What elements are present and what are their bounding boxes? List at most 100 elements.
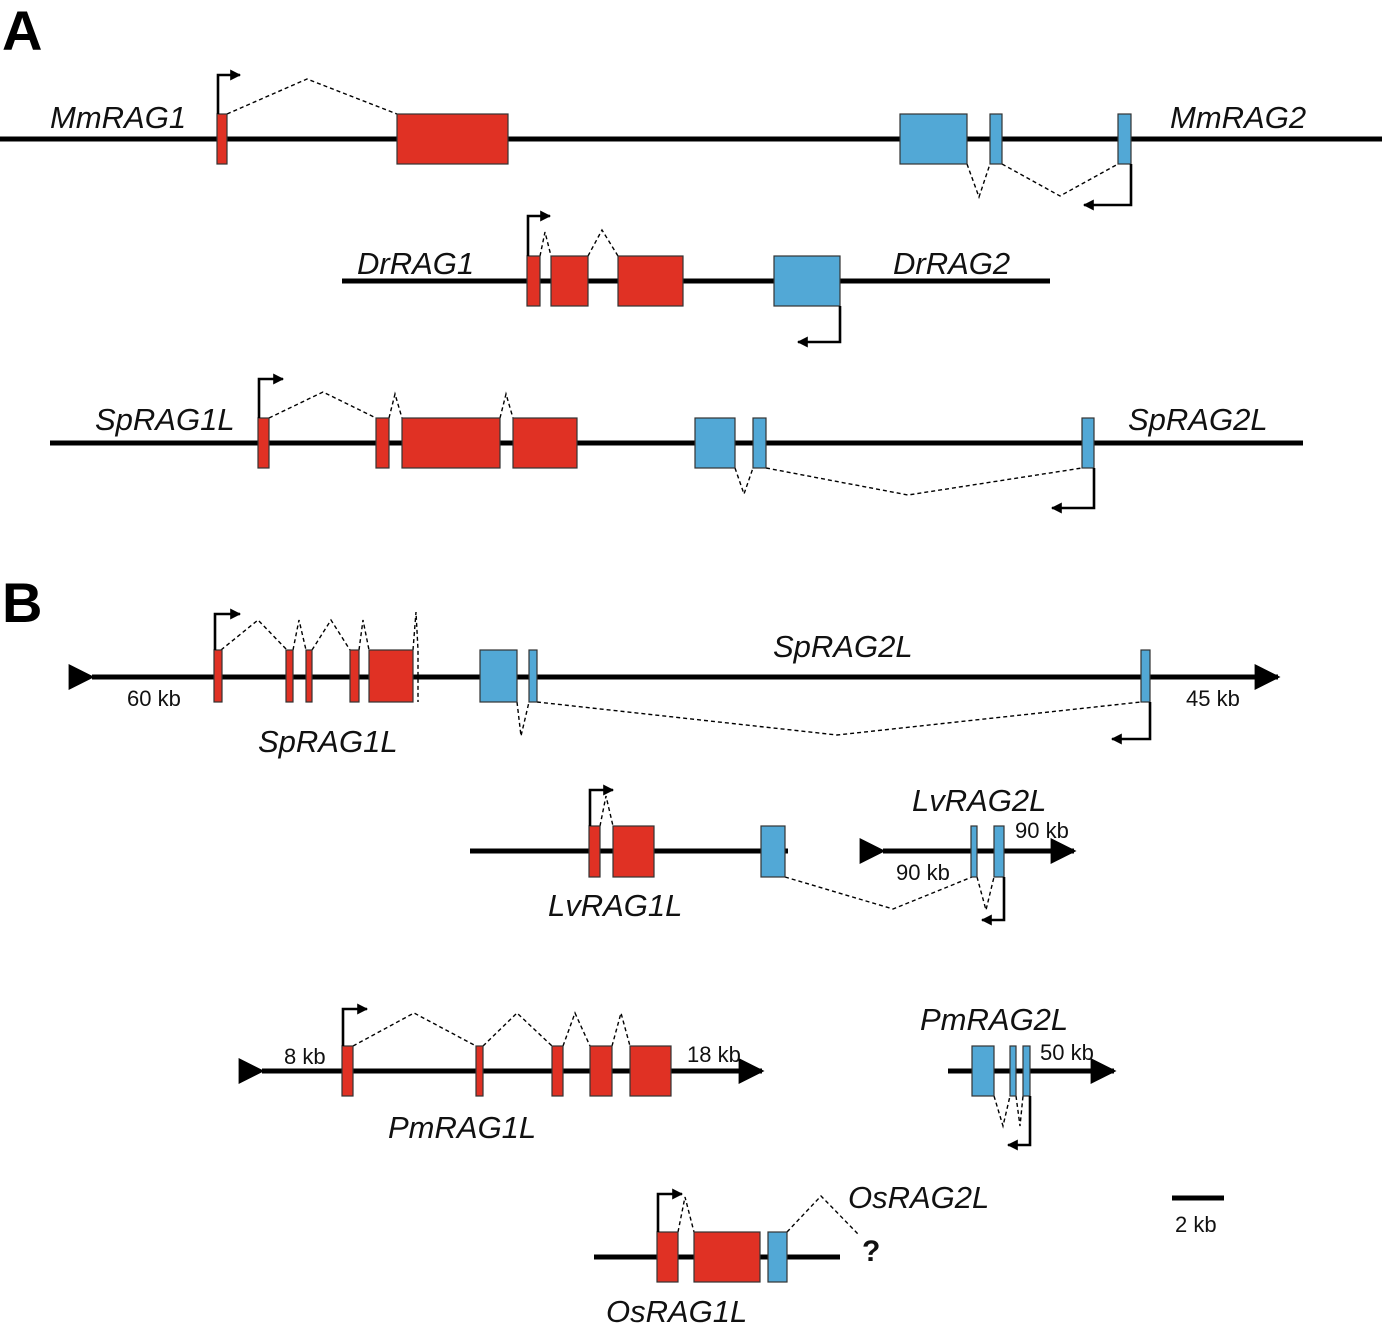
os-rag1l-intron-1 — [677, 1196, 695, 1233]
mm-rag2-exon-3 — [899, 113, 968, 165]
lv-rag1l-tss-arrow — [588, 784, 615, 826]
sp-rag2l-tss-arrow-a — [1050, 468, 1096, 514]
os-unknown-mark: ? — [862, 1235, 880, 1268]
sp-rag1l-intron-2-b — [292, 619, 307, 651]
os-rag1l-exon-2 — [693, 1231, 761, 1283]
pm-rag1l-intron-1 — [352, 1012, 477, 1047]
mm-rag1-label: MmRAG1 — [50, 100, 186, 135]
sp-rag1l-exon-4-b — [349, 649, 360, 703]
sp-rag1l-label-b: SpRAG1L — [258, 724, 398, 759]
lv-rag1l-exon-1 — [588, 825, 601, 878]
pm2-right-distance: 50 kb — [1040, 1040, 1094, 1065]
lv-rag-locus: LvRAG2L 90 kb 90 kb LvRAG1L — [470, 783, 1077, 926]
sp-rag2l-intron-1-a — [734, 467, 754, 497]
sp-rag2l-intron-2-b — [536, 701, 1142, 736]
dr-rag-locus: DrRAG1 DrRAG2 — [342, 210, 1050, 348]
sp-rag-locus-b: 60 kb 45 kb SpRAG2L SpRAG1L — [68, 608, 1281, 759]
scale-bar: 2 kb — [1172, 1195, 1224, 1237]
dr-rag1-intron-2 — [587, 228, 619, 257]
dr-rag1-exon-2 — [550, 255, 589, 307]
pm-rag1l-intron-4 — [611, 1010, 631, 1047]
sp-rag1l-tss-arrow-a — [257, 373, 285, 418]
lv-rag1l-intron-1 — [599, 795, 614, 827]
lv-rag2l-exon-1 — [993, 825, 1005, 878]
os-rag1l-label: OsRAG1L — [606, 1294, 747, 1329]
sp-rag2l-exon-2-a — [752, 417, 767, 469]
lv-rag2l-tss-arrow — [980, 877, 1006, 926]
sp-rag1l-intron-1-a — [268, 391, 377, 419]
pm-rag2l-intron-2 — [1015, 1095, 1024, 1127]
sp-right-distance: 45 kb — [1186, 686, 1240, 711]
lv-rag1l-label: LvRAG1L — [548, 888, 682, 923]
sp-rag1l-intron-3-b — [311, 618, 351, 651]
dr-rag1-intron-1 — [539, 231, 552, 257]
dr-rag2-exon — [773, 255, 841, 307]
os-rag1l-exon-1 — [656, 1231, 679, 1283]
os-rag2l-label: OsRAG2L — [848, 1180, 989, 1215]
sp-rag1l-exon-1-b — [213, 649, 223, 703]
pm-rag2l-exon-3 — [971, 1045, 995, 1097]
sp-rag1l-exon-2-a — [375, 417, 390, 469]
pm-rag1l-exon-1 — [341, 1045, 354, 1097]
lv-rag2l-label: LvRAG2L — [912, 783, 1046, 818]
os-rag2l-exon — [767, 1231, 788, 1283]
os-rag2l-intron-open — [786, 1194, 859, 1235]
mm-rag2-tss-arrow — [1082, 164, 1133, 211]
sp-rag1l-tss-arrow-b — [213, 608, 242, 650]
pm-rag2l-intron-1 — [993, 1095, 1011, 1129]
scale-bar-label: 2 kb — [1175, 1212, 1217, 1237]
pm-rag2l-exon-2 — [1009, 1045, 1017, 1097]
dr-rag2-tss-arrow — [796, 306, 842, 348]
lv-rag2l-intron-1 — [976, 876, 995, 911]
sp-rag1l-intron-3-a — [499, 391, 514, 419]
sp-rag1l-intron-4-b — [358, 619, 370, 651]
lv-rag2l-exon-2 — [970, 825, 978, 878]
mm-rag1-exon-1 — [216, 113, 228, 165]
mm-rag2-exon-1 — [1117, 113, 1132, 165]
pm-rag2l-exon-1 — [1022, 1045, 1031, 1097]
pm-rag1l-label: PmRAG1L — [388, 1110, 536, 1145]
sp-rag2l-exon-3-a — [694, 417, 736, 469]
sp-rag2l-exon-2-b — [528, 649, 538, 703]
pm-rag1l-tss-arrow — [341, 1003, 369, 1046]
dr-rag1-tss-arrow — [526, 210, 552, 256]
sp-rag2l-exon-1-a — [1081, 417, 1095, 469]
dr-rag1-exon-1 — [526, 255, 541, 307]
sp-rag1l-exon-1-a — [257, 417, 270, 469]
pm-rag-locus: 8 kb 18 kb 50 kb PmRAG2L PmRAG1L — [238, 1002, 1117, 1151]
pm-left-distance: 8 kb — [284, 1044, 326, 1069]
sp-rag1l-label-a: SpRAG1L — [95, 402, 235, 437]
mm-rag-locus: MmRAG1 MmRAG2 — [0, 69, 1382, 211]
pm-rag1l-exon-5 — [629, 1045, 672, 1097]
sp-left-distance: 60 kb — [127, 686, 181, 711]
sp-rag2l-label-a: SpRAG2L — [1128, 402, 1268, 437]
sp-rag1l-exon-2-b — [285, 649, 294, 703]
panel-label-a: A — [2, 0, 42, 62]
pm-rag1l-exon-3 — [551, 1045, 564, 1097]
lv-intergenic-splice — [784, 876, 973, 910]
sp-rag1l-intron-2-a — [388, 391, 403, 419]
sp-rag2l-exon-1-b — [1140, 649, 1151, 703]
pm-rag1l-intron-2 — [482, 1012, 553, 1047]
sp-rag1l-exon-5-b — [368, 649, 414, 703]
sp-rag2l-intron-2-a — [765, 467, 1083, 496]
mm-rag2-intron-2 — [1001, 163, 1119, 197]
sp-rag2l-intron-1-b — [516, 701, 530, 737]
mm-rag2-exon-2 — [989, 113, 1003, 165]
sp-rag1l-exon-3-a — [401, 417, 501, 469]
sp-rag1l-intron-1-b — [220, 619, 288, 651]
mm-rag1-tss-arrow — [216, 69, 242, 114]
dr-rag2-label: DrRAG2 — [893, 246, 1010, 281]
panel-label-b: B — [2, 571, 42, 634]
lv-rag2l-exon-3 — [760, 825, 786, 878]
pm-rag2l-label: PmRAG2L — [920, 1002, 1068, 1037]
pm-right-distance: 18 kb — [687, 1042, 741, 1067]
sp-rag2l-label-b: SpRAG2L — [773, 629, 913, 664]
os-rag-locus: ? OsRAG2L OsRAG1L — [594, 1180, 989, 1329]
pm-rag1l-exon-4 — [589, 1045, 613, 1097]
sp-rag2l-exon-3-b — [479, 649, 518, 703]
lv-rag1l-exon-2 — [612, 825, 655, 878]
lv-left-distance: 90 kb — [896, 860, 950, 885]
lv-right-distance: 90 kb — [1015, 818, 1069, 843]
